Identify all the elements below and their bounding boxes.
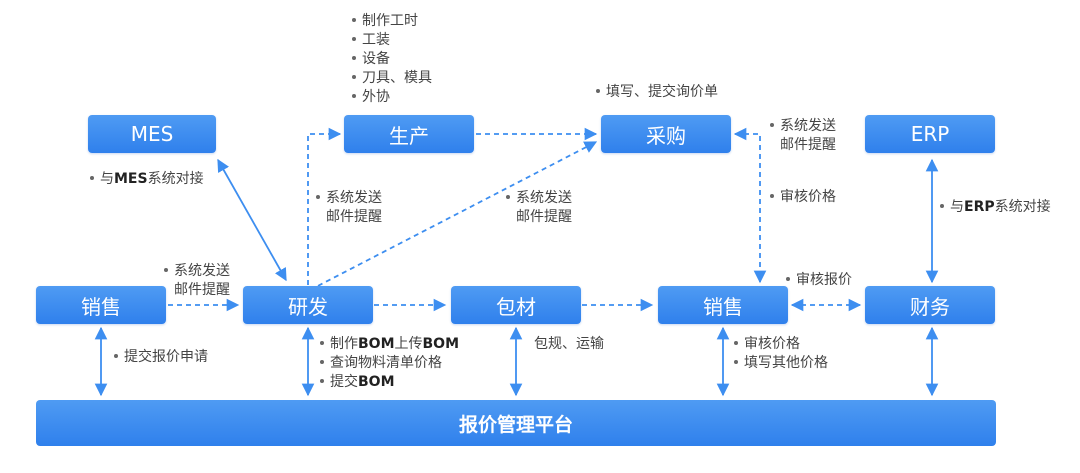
note-email-4: 系统发送 邮件提醒: [164, 262, 230, 300]
note-bold: BOM: [358, 374, 395, 390]
note-line: 邮件提醒: [780, 137, 836, 153]
bullet-icon: [596, 88, 600, 93]
note-email-1: 系统发送 邮件提醒: [316, 189, 382, 227]
note-bold: ERP: [964, 199, 995, 215]
bullet-icon: [320, 340, 324, 345]
note-production-items: 制作工时 工装 设备 刀具、模具 外协: [352, 12, 432, 107]
box-sales-left[interactable]: 销售: [36, 286, 166, 324]
bullet-icon: [734, 359, 738, 364]
note-submit-quote: 提交报价申请: [114, 348, 208, 367]
note-item: 制作工时: [362, 13, 418, 29]
bullet-icon: [770, 122, 774, 127]
note-text: 审核价格: [780, 189, 836, 205]
note-post: 系统对接: [994, 199, 1051, 215]
note-pre: 制作: [330, 336, 358, 352]
box-mes[interactable]: MES: [88, 115, 216, 153]
note-line: 邮件提醒: [174, 282, 230, 298]
note-pack-spec: 包规、运输: [534, 335, 604, 354]
bullet-icon: [164, 267, 168, 272]
note-sales-tasks: 审核价格 填写其他价格: [734, 335, 828, 373]
bullet-icon: [352, 17, 356, 22]
note-pre: 提交: [330, 374, 358, 390]
note-post: 系统对接: [147, 171, 204, 187]
bullet-icon: [734, 340, 738, 345]
note-mid: 上传: [394, 336, 423, 352]
note-email-2: 系统发送 邮件提醒: [506, 189, 572, 227]
note-bold: BOM: [422, 336, 460, 352]
box-packaging[interactable]: 包材: [451, 286, 581, 324]
bullet-icon: [770, 193, 774, 198]
note-bold: MES: [114, 171, 148, 187]
note-purchase-fill: 填写、提交询价单: [596, 83, 718, 102]
bullet-icon: [114, 353, 118, 358]
note-text: 审核报价: [796, 272, 852, 288]
note-text: 填写、提交询价单: [606, 84, 718, 100]
box-finance[interactable]: 财务: [865, 286, 995, 324]
bullet-icon: [786, 276, 790, 281]
bullet-icon: [320, 359, 324, 364]
note-line: 查询物料清单价格: [330, 355, 442, 371]
box-sales-right[interactable]: 销售: [658, 286, 788, 324]
note-erp-dock: 与ERP系统对接: [940, 198, 1051, 217]
note-line: 填写其他价格: [744, 355, 828, 371]
note-line: 系统发送: [174, 263, 230, 279]
note-text: 包规、运输: [534, 336, 604, 352]
note-line: 系统发送: [780, 118, 836, 134]
bullet-icon: [316, 194, 320, 199]
note-item: 外协: [362, 89, 390, 105]
bullet-icon: [352, 36, 356, 41]
note-line: 邮件提醒: [326, 209, 382, 225]
note-review-quote: 审核报价: [786, 271, 852, 290]
note-line: 系统发送: [516, 190, 572, 206]
bullet-icon: [352, 93, 356, 98]
note-item: 设备: [362, 51, 390, 67]
bullet-icon: [506, 194, 510, 199]
box-production[interactable]: 生产: [344, 115, 474, 153]
note-bold: BOM: [358, 336, 395, 352]
bullet-icon: [940, 203, 944, 208]
box-erp[interactable]: ERP: [865, 115, 995, 153]
note-line: 系统发送: [326, 190, 382, 206]
note-mes-dock: 与MES系统对接: [90, 170, 204, 189]
note-review-price: 审核价格: [770, 188, 836, 207]
note-pre: 与: [100, 171, 114, 187]
bullet-icon: [352, 55, 356, 60]
note-text: 提交报价申请: [124, 349, 208, 365]
note-line: 邮件提醒: [516, 209, 572, 225]
note-item: 刀具、模具: [362, 70, 432, 86]
box-rnd[interactable]: 研发: [243, 286, 373, 324]
box-purchase[interactable]: 采购: [601, 115, 731, 153]
note-line: 审核价格: [744, 336, 800, 352]
arrow-purchase-sales: [733, 127, 767, 284]
bullet-icon: [90, 175, 94, 180]
platform-bar[interactable]: 报价管理平台: [36, 400, 996, 446]
link-mes-rnd: [217, 158, 287, 282]
note-item: 工装: [362, 32, 390, 48]
bullet-icon: [320, 378, 324, 383]
note-rnd-tasks: 制作BOM上传BOM 查询物料清单价格 提交BOM: [320, 335, 459, 392]
bullet-icon: [352, 74, 356, 79]
arrow-rnd-to-production: [307, 127, 342, 285]
note-email-3: 系统发送 邮件提醒: [770, 117, 836, 155]
note-pre: 与: [950, 199, 964, 215]
